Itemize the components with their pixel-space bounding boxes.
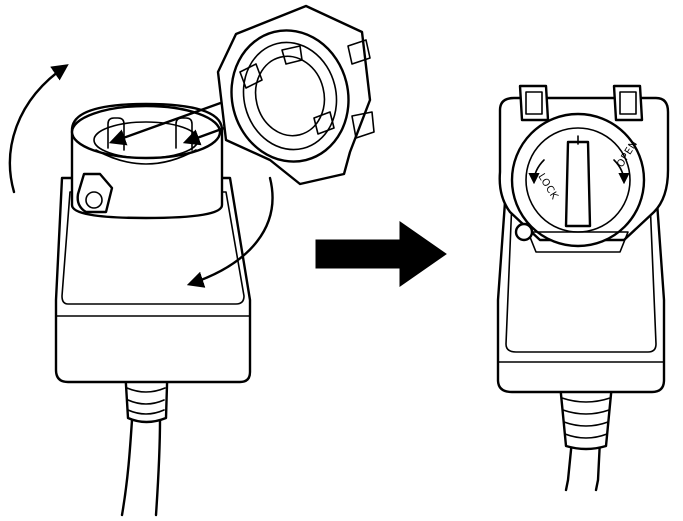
left-cable — [120, 418, 162, 517]
right-arrow-icon — [315, 221, 447, 287]
right-plug-head: LOCK OPEN — [498, 84, 670, 253]
detached-plug-head — [216, 4, 375, 186]
left-socket-collar — [70, 102, 224, 220]
twist-arrow — [186, 176, 274, 288]
left-housing — [54, 176, 252, 384]
right-cable — [564, 438, 602, 492]
right-adapter-assembly: LOCK OPEN — [496, 84, 670, 492]
right-strain-relief — [558, 382, 614, 451]
rotation-arrow — [8, 64, 69, 194]
left-adapter-assembly — [8, 64, 316, 517]
